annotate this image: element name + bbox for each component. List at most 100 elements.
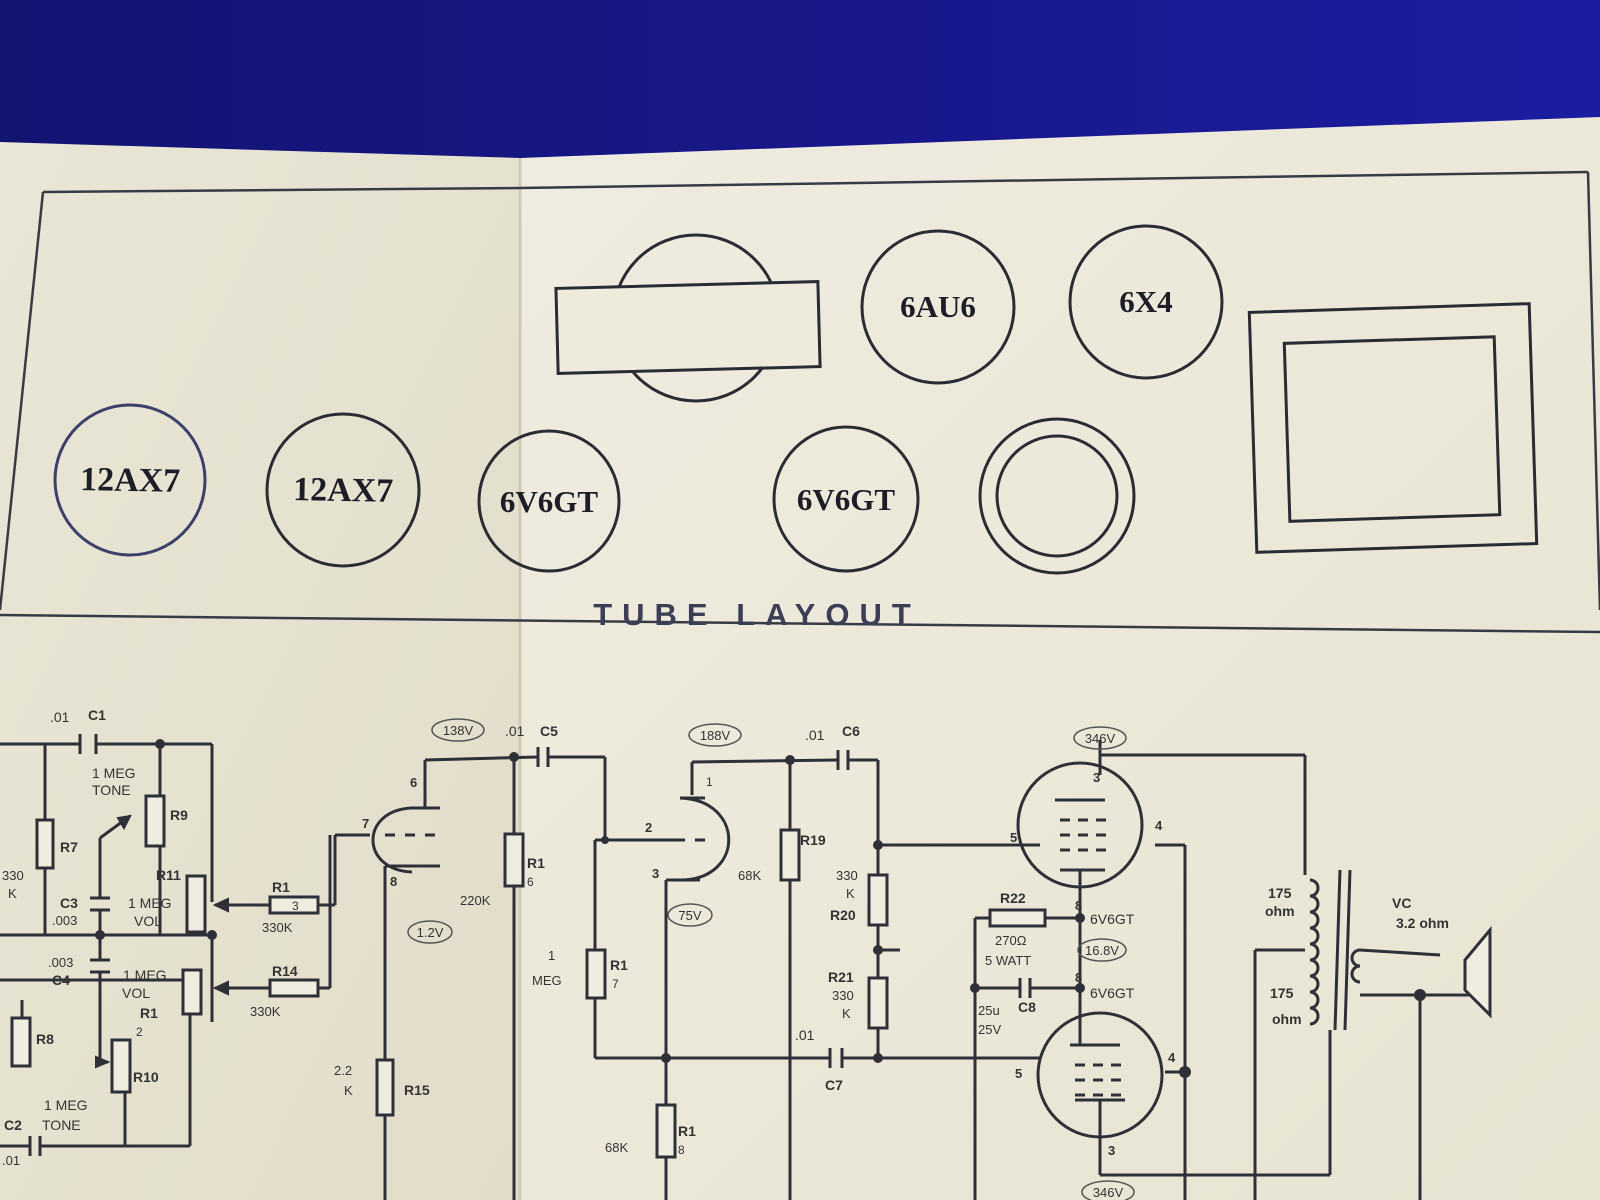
c5-ref: C5 <box>540 723 558 739</box>
r18-ref-b: 8 <box>678 1143 685 1157</box>
capacitors <box>28 734 1032 1156</box>
c3-value: .003 <box>52 913 77 928</box>
r21-ref: R21 <box>828 969 854 985</box>
r14-ref: R14 <box>272 963 298 979</box>
paper-right-page <box>520 117 1600 1200</box>
tube-socket-6x4 <box>1068 224 1224 380</box>
r20-value-2: K <box>846 886 855 901</box>
r10-value-2: TONE <box>42 1117 81 1133</box>
output-transformer <box>1309 869 1492 1031</box>
triode-12ax7-first <box>371 806 440 874</box>
c8-ref: C8 <box>1018 999 1036 1015</box>
r8-ref: R8 <box>36 1031 54 1047</box>
voice-coil-impedance: 3.2 ohm <box>1396 915 1449 931</box>
r7-value-1: 330 <box>2 868 24 883</box>
triode-12ax7-second <box>655 796 731 882</box>
r10-ref: R10 <box>133 1069 159 1085</box>
c7-value: .01 <box>795 1027 815 1043</box>
r15-value-1: 2.2 <box>334 1063 352 1078</box>
power-transformer-inner <box>1282 335 1502 523</box>
r22-ref: R22 <box>1000 890 1026 906</box>
r16-ref-b: 6 <box>527 875 534 889</box>
tube-sockets <box>53 224 1539 575</box>
tube-label-6v6gt-1: 6V6GT <box>500 484 599 519</box>
schematic-labels: 138V 188V 346V 1.2V 75V 16.8V 346V .01 C… <box>2 707 1449 1200</box>
r18-ref: R1 <box>678 1123 696 1139</box>
pentode-6v6gt-bottom <box>1036 1011 1164 1139</box>
pin-3-top: 3 <box>1093 770 1100 785</box>
pin-8-first: 8 <box>390 874 397 889</box>
resistor-r14 <box>268 978 320 998</box>
power-tube-label-bottom: 6V6GT <box>1090 985 1135 1001</box>
primary-top-value: 175 <box>1268 885 1292 901</box>
voltage-1-2v: 1.2V <box>417 925 444 940</box>
paper-left-page <box>0 142 520 1200</box>
tube-socket-6v6gt-2 <box>772 425 920 573</box>
tube-socket-12ax7-2 <box>265 412 421 568</box>
r12-ref-b: 2 <box>136 1025 143 1039</box>
r11-value-1: 1 MEG <box>128 895 172 911</box>
pin-1: 1 <box>706 775 713 789</box>
c6-ref: C6 <box>842 723 860 739</box>
resistor-r17 <box>585 948 607 1000</box>
r13-ref: R1 <box>272 879 290 895</box>
voltage-346v-bottom: 346V <box>1093 1185 1124 1200</box>
r21-value-2: K <box>842 1006 851 1021</box>
r9-ref: R9 <box>170 807 188 823</box>
c6-value: .01 <box>805 727 825 743</box>
r13-value: 330K <box>262 920 293 935</box>
resistor-r12 <box>181 968 203 1016</box>
resistor-r18 <box>655 1103 677 1159</box>
r11-ref: R11 <box>156 867 181 883</box>
resistor-r21 <box>867 976 889 1030</box>
r7-value-2: K <box>8 886 17 901</box>
resistor-r16 <box>503 832 525 888</box>
r19-value: 68K <box>738 868 761 883</box>
tube-socket-6au6 <box>860 229 1016 385</box>
pin-4-top: 4 <box>1155 818 1163 833</box>
r16-value: 220K <box>460 893 491 908</box>
c4-ref: C4 <box>52 972 70 988</box>
pin-2: 2 <box>645 820 652 835</box>
voltage-138v: 138V <box>443 723 474 738</box>
power-transformer-outer <box>1247 302 1539 554</box>
r7-ref: R7 <box>60 839 78 855</box>
junction-dots <box>95 739 1426 1078</box>
voltage-188v: 188V <box>700 728 731 743</box>
pin-5-bottom: 5 <box>1015 1066 1022 1081</box>
filter-cap-bracket <box>554 280 822 375</box>
r17-value-2: MEG <box>532 973 562 988</box>
tube-socket-6v6gt-1 <box>477 429 621 573</box>
primary-bottom-unit: ohm <box>1272 1011 1302 1027</box>
resistor-r20 <box>867 873 889 927</box>
c1-ref: C1 <box>88 707 106 723</box>
r15-value-2: K <box>344 1083 353 1098</box>
tube-label-6x4: 6X4 <box>1119 284 1172 319</box>
resistor-r8 <box>10 1016 32 1068</box>
c3-ref: C3 <box>60 895 78 911</box>
pin-3-second: 3 <box>652 866 659 881</box>
c7-ref: C7 <box>825 1077 843 1093</box>
resistor-r11 <box>185 874 207 934</box>
r15-ref: R15 <box>404 1082 430 1098</box>
rectifier-socket-outer <box>978 417 1136 575</box>
pin-6: 6 <box>410 775 417 790</box>
pentode-6v6gt-top <box>1016 761 1144 889</box>
c2-value: .01 <box>2 1153 20 1168</box>
tube-label-6au6: 6AU6 <box>900 289 976 324</box>
r22-value-2: 5 WATT <box>985 953 1031 968</box>
r16-ref: R1 <box>527 855 545 871</box>
r12-value-2: VOL <box>122 985 150 1001</box>
r19-ref: R19 <box>800 832 826 848</box>
resistor-r13 <box>268 895 320 915</box>
c5-value: .01 <box>505 723 525 739</box>
r12-value-1: 1 MEG <box>123 967 167 983</box>
resistor-r19 <box>779 828 801 882</box>
r9-value-1: 1 MEG <box>92 765 136 781</box>
voltage-16-8v: 16.8V <box>1085 943 1119 958</box>
resistor-r7 <box>35 818 55 870</box>
tube-label-6v6gt-2: 6V6GT <box>797 482 896 517</box>
pin-4-bottom: 4 <box>1168 1050 1176 1065</box>
c8-value-2: 25V <box>978 1022 1001 1037</box>
resistors <box>10 794 1047 1159</box>
